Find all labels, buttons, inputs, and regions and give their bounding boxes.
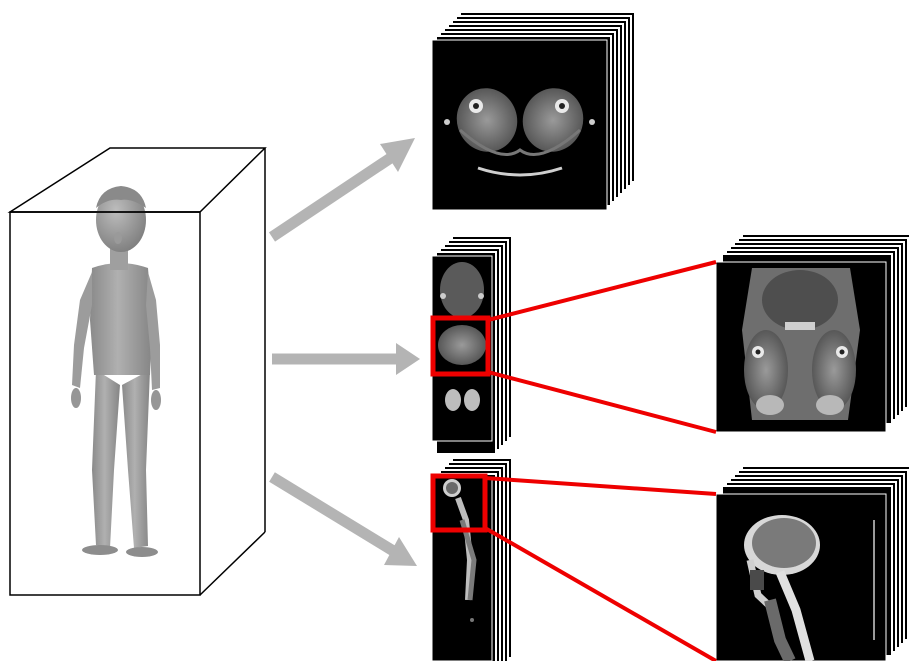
sagittal-zoom-stack [716,466,909,661]
arrow-to-sagittal [272,477,417,566]
arrow-to-coronal [272,343,420,375]
box-bottom-edge [200,532,265,595]
arrow-to-axial [272,138,415,237]
human-figure [71,186,161,557]
coronal-slice-stack [432,236,512,454]
coronal-zoom-stack [716,234,909,432]
sagittal-slice-stack [432,458,512,661]
coronal-zoom-image [742,268,860,420]
axial-slice-stack [432,12,635,210]
